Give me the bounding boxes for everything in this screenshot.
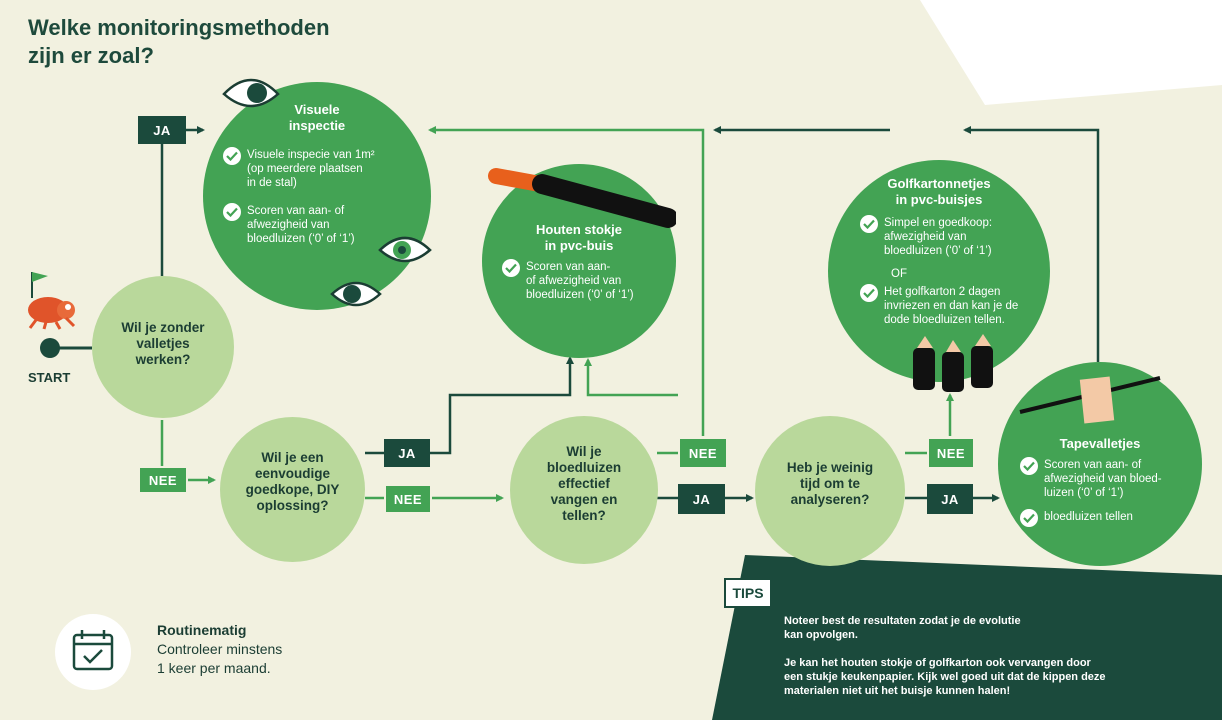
tape-title: Tapevalletjes xyxy=(1059,436,1141,451)
tips-line: een stukje keukenpapier. Kijk wel goed u… xyxy=(784,671,1106,683)
check-icon xyxy=(1020,509,1038,527)
stick-title-line: in pvc-buis xyxy=(544,238,614,253)
eye-icon xyxy=(330,281,382,307)
tag-nee: NEE xyxy=(678,437,728,469)
q1-line: valletjes xyxy=(136,336,190,351)
pvc-tube-icon xyxy=(488,168,676,228)
stick-item-1: Scoren van aan-of afwezigheid van bloedlu… xyxy=(502,259,662,302)
eye-icon xyxy=(378,236,432,263)
item-line: bloedluizen (‘0’ of ‘1’) xyxy=(247,233,355,245)
item-line: afwezigheid van bloed- xyxy=(1044,473,1162,485)
cardboard-title-line: in pvc-buisjes xyxy=(895,192,983,207)
item-line: bloedluizen (‘0’ of ‘1’) xyxy=(526,289,634,301)
check-icon xyxy=(860,284,878,302)
tips-line: kan opvolgen. xyxy=(784,629,858,641)
method-visual-inspection: Visuele inspectie Visuele inspecie van 1… xyxy=(203,82,431,310)
q3-line: effectief xyxy=(558,476,610,491)
question-diy-solution: Wil je een eenvoudige goedkope, DIY oplo… xyxy=(220,417,365,562)
method-corrugated-cardboard: Golfkartonnetjes in pvc-buisjes Simpel e… xyxy=(828,160,1050,382)
q4-line: tijd om te xyxy=(800,476,860,491)
check-icon xyxy=(223,147,241,165)
check-icon xyxy=(223,203,241,221)
q1-line: werken? xyxy=(135,352,191,367)
tape-item-1: Scoren van aan- of afwezigheid van bloed-… xyxy=(1020,457,1198,500)
visual-title-line: inspectie xyxy=(288,118,346,133)
q3-line: vangen en xyxy=(550,492,618,507)
calendar-check-icon xyxy=(55,614,131,690)
q1-line: Wil je zonder xyxy=(121,320,205,335)
question-little-time: Heb je weinig tijd om te analyseren? xyxy=(755,416,905,566)
q2-line: eenvoudige xyxy=(254,466,330,481)
start-label: START xyxy=(28,370,71,385)
item-line: in de stal) xyxy=(247,177,297,189)
tips-line: materialen niet uit het buisje kunnen ha… xyxy=(784,685,1011,697)
tips-line: Noteer best de resultaten zodat je de ev… xyxy=(784,615,1021,627)
item-line: Simpel en goedkoop: xyxy=(884,217,993,229)
item-line: luizen (‘0’ of ‘1’) xyxy=(1044,487,1124,499)
q2-line: oplossing? xyxy=(256,498,329,513)
item-line: afwezigheid van xyxy=(247,219,330,231)
cardboard-title-line: Golfkartonnetjes xyxy=(887,176,991,191)
tape-item-2: bloedluizen tellen xyxy=(1020,509,1198,527)
q4-line: Heb je weinig xyxy=(786,460,874,475)
tips-label: TIPS xyxy=(724,578,772,608)
routine-line: Controleer minstens xyxy=(157,641,283,657)
tape-strip-icon xyxy=(1019,376,1161,424)
tag-ja: JA xyxy=(927,484,973,514)
tag-nee: NEE xyxy=(384,484,432,514)
q3-line: tellen? xyxy=(562,508,606,523)
question-catch-and-count: Wil je bloedluizen effectief vangen en t… xyxy=(510,416,658,564)
item-line: (op meerdere plaatsen xyxy=(247,163,363,175)
cardboard-item-1: Simpel en goedkoop: afwezigheid van bloedl… xyxy=(860,215,1045,258)
item-line: Het golfkarton 2 dagen xyxy=(884,286,1001,298)
cardboard-item-2: Het golfkarton 2 dagen invriezen en dan k… xyxy=(860,284,1045,327)
item-line: Scoren van aan- of xyxy=(247,205,345,217)
title-line-1: Welke monitoringsmethoden xyxy=(28,15,330,40)
tag-ja: JA xyxy=(384,439,430,467)
routine-line: 1 keer per maand. xyxy=(157,660,271,676)
page-title: Welke monitoringsmethoden zijn er zoal? xyxy=(28,14,448,70)
mite-mascot-icon xyxy=(28,272,76,330)
routine-text: Controleer minstens 1 keer per maand. xyxy=(157,640,357,678)
routine-title: Routinematig xyxy=(157,622,247,638)
item-line: Scoren van aan- xyxy=(526,261,611,273)
or-label: OF xyxy=(891,268,907,280)
q2-line: goedkope, DIY xyxy=(245,482,340,497)
tips-line: Je kan het houten stokje of golfkarton o… xyxy=(784,657,1091,669)
cardboard-tubes-icon xyxy=(913,334,993,392)
stick-title-line: Houten stokje xyxy=(536,222,622,237)
tag-nee: NEE xyxy=(138,466,188,494)
visual-item-1: Visuele inspecie van 1m² (op meerdere pla… xyxy=(223,147,413,190)
q3-line: Wil je xyxy=(566,444,602,459)
tips-panel xyxy=(712,555,1222,720)
item-line: of afwezigheid van xyxy=(526,275,622,287)
item-line: dode bloedluizen tellen. xyxy=(884,314,1005,326)
check-icon xyxy=(1020,457,1038,475)
item-line: invriezen en dan kan je de xyxy=(884,300,1019,312)
question-without-traps: Wil je zonder valletjes werken? xyxy=(92,276,234,418)
check-icon xyxy=(502,259,520,277)
item-line: Visuele inspecie van 1m² xyxy=(247,149,375,161)
tips-paragraph-2: Je kan het houten stokje of golfkarton o… xyxy=(784,656,1204,698)
visual-title-line: Visuele xyxy=(294,102,340,117)
tag-ja: JA xyxy=(678,484,725,514)
item-line: bloedluizen (‘0’ of ‘1’) xyxy=(884,245,992,257)
visual-item-2: Scoren van aan- of afwezigheid van bloedlu… xyxy=(223,203,413,246)
start-dot xyxy=(40,338,60,358)
corner-decoration xyxy=(920,0,1222,105)
item-line: afwezigheid van xyxy=(884,231,967,243)
check-icon xyxy=(860,215,878,233)
tips-paragraph-1: Noteer best de resultaten zodat je de ev… xyxy=(784,614,1204,642)
title-line-2: zijn er zoal? xyxy=(28,43,154,68)
q2-line: Wil je een xyxy=(261,450,324,465)
item-line: bloedluizen tellen xyxy=(1044,511,1133,523)
item-line: Scoren van aan- of xyxy=(1044,459,1142,471)
tag-nee: NEE xyxy=(927,437,975,469)
q4-line: analyseren? xyxy=(790,492,870,507)
eye-icon xyxy=(222,78,280,108)
tag-ja: JA xyxy=(138,116,186,144)
q3-line: bloedluizen xyxy=(546,460,622,475)
